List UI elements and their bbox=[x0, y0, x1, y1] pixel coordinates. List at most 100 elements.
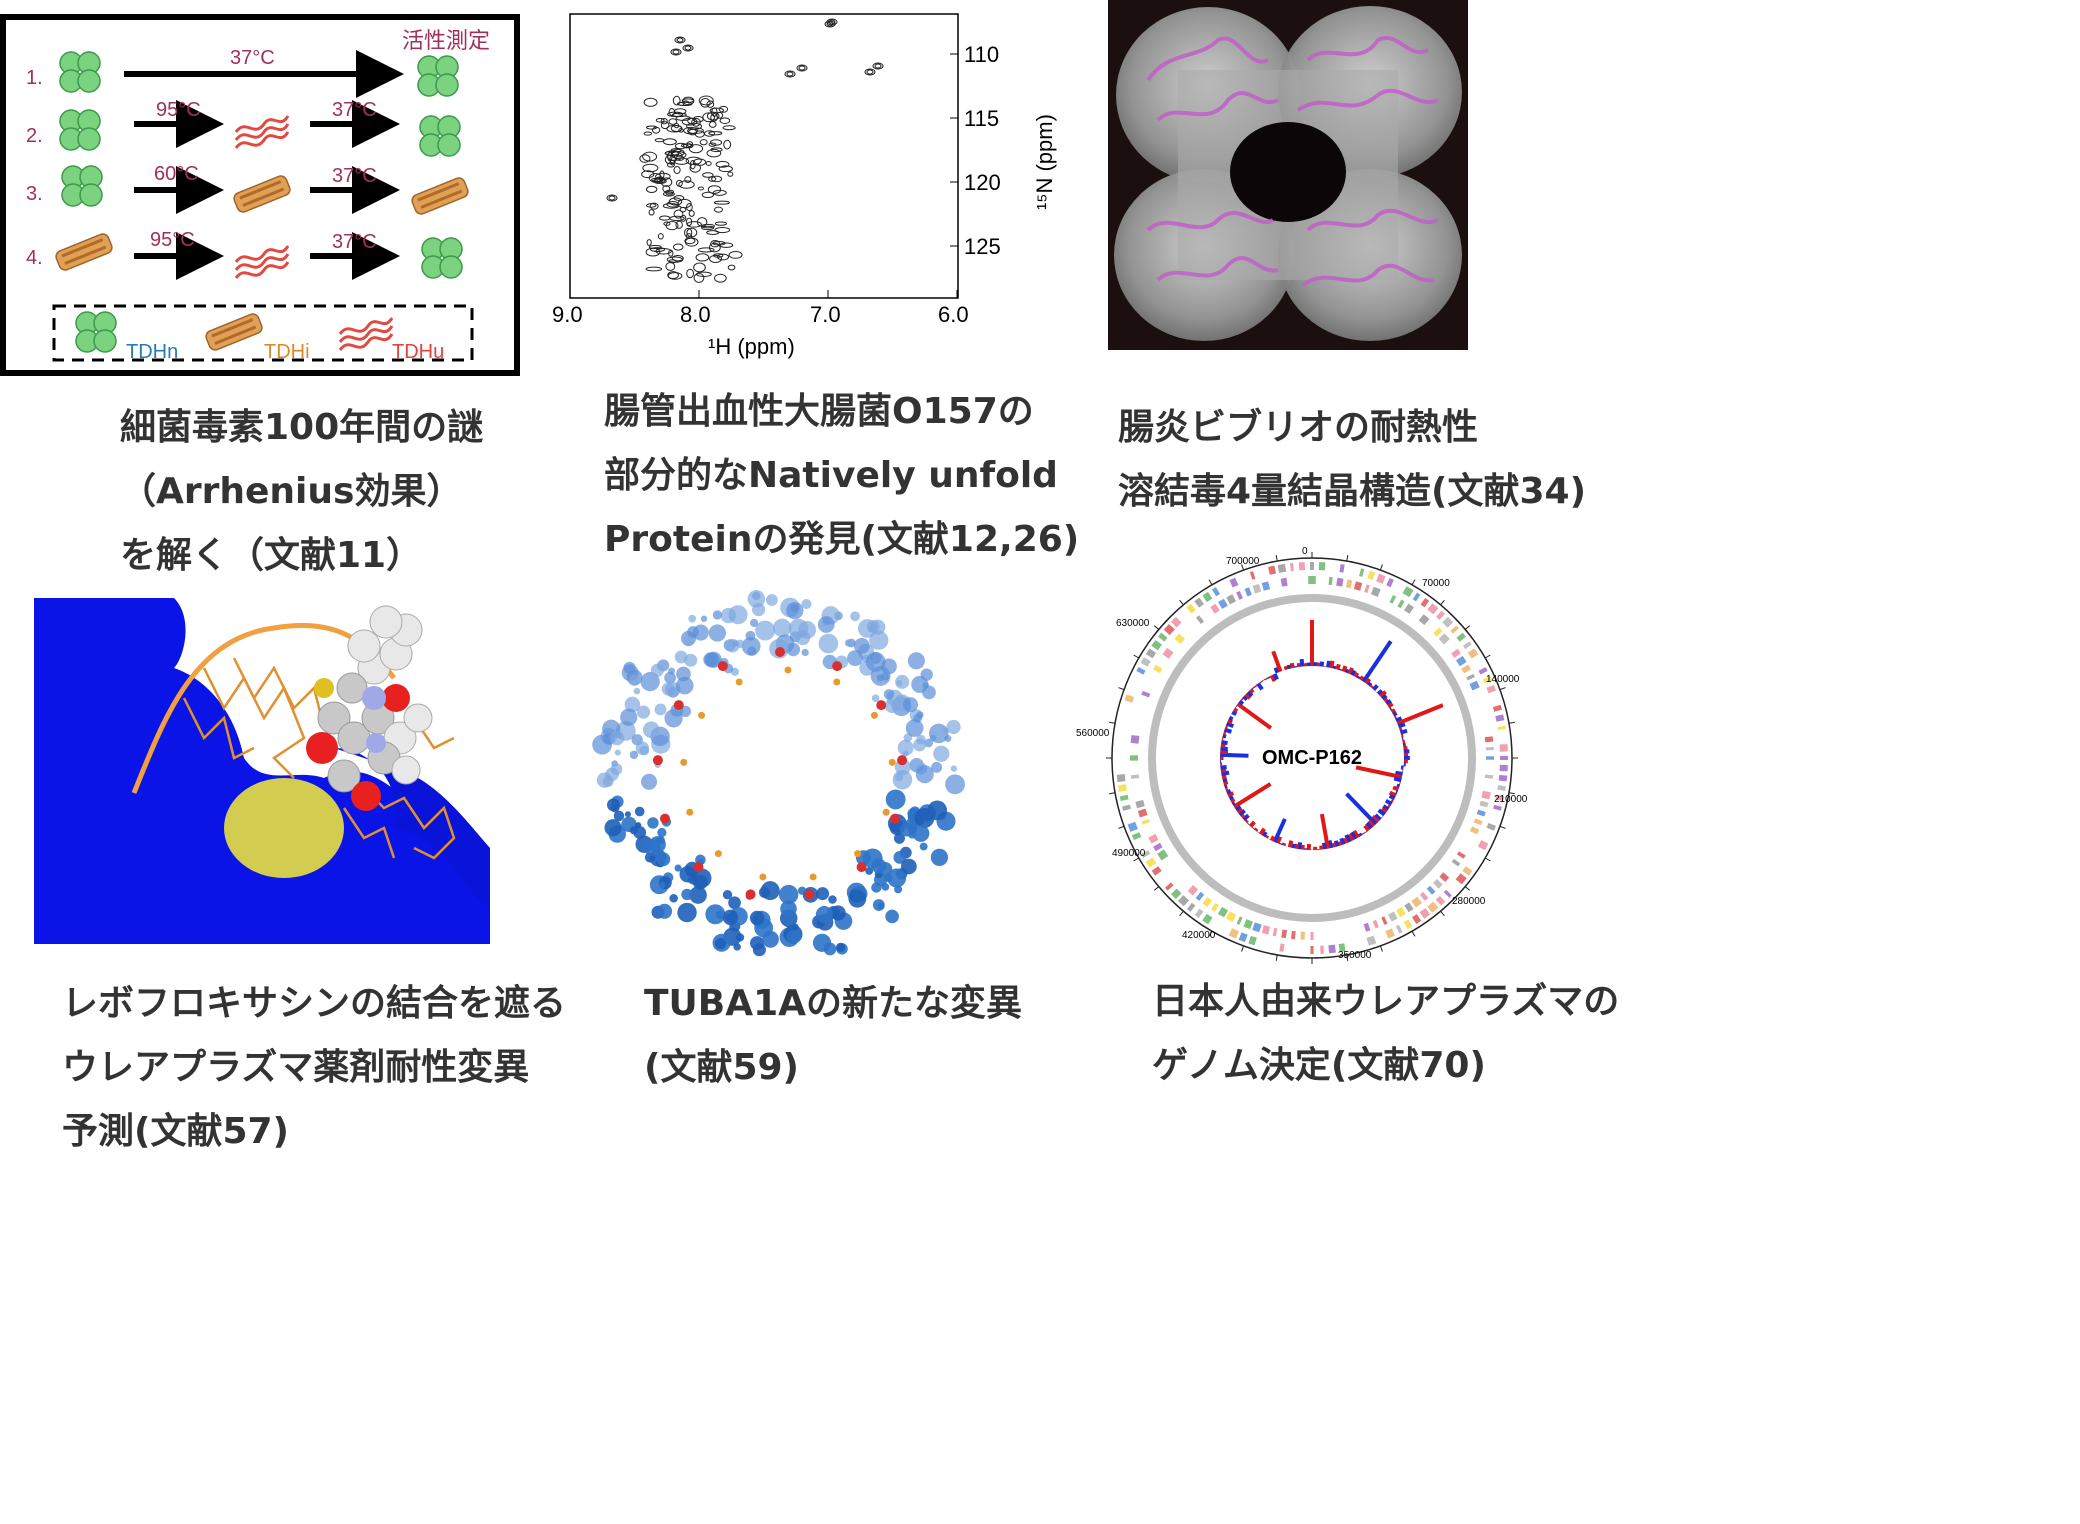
tubulin-subunit bbox=[604, 795, 694, 863]
genome-feature bbox=[1419, 891, 1429, 901]
gc-skew-bar bbox=[1332, 665, 1337, 670]
genome-feature bbox=[1119, 794, 1129, 802]
nmr-peak bbox=[655, 117, 665, 123]
gc-skew-bar bbox=[1287, 840, 1294, 848]
gc-skew-bar bbox=[1220, 743, 1226, 748]
genome-tick-label: 700000 bbox=[1226, 556, 1260, 567]
gc-skew-bar bbox=[1238, 699, 1245, 706]
genome-feature bbox=[1462, 866, 1473, 876]
gc-skew-bar bbox=[1399, 728, 1408, 735]
gc-skew-bar bbox=[1242, 813, 1250, 822]
genome-feature bbox=[1244, 587, 1252, 597]
nmr-peak bbox=[695, 253, 710, 262]
gc-skew-bar bbox=[1349, 831, 1357, 841]
nmr-peak bbox=[657, 233, 664, 240]
gc-skew-bar bbox=[1337, 841, 1343, 847]
y-axis-label: ¹⁵N (ppm) bbox=[1032, 114, 1057, 210]
genome-feature bbox=[1456, 851, 1466, 859]
nmr-peak bbox=[660, 121, 670, 130]
gc-skew-bar bbox=[1296, 662, 1302, 668]
nmr-peak bbox=[718, 105, 729, 113]
gc-skew-bar bbox=[1251, 826, 1255, 830]
gc-skew-bar bbox=[1353, 671, 1360, 678]
nmr-peak bbox=[666, 200, 680, 208]
caption-line: (文献59) bbox=[644, 1047, 800, 1088]
gc-skew-bar bbox=[1329, 660, 1335, 669]
nmr-peak bbox=[685, 217, 693, 227]
genome-feature bbox=[1353, 581, 1363, 591]
genome-feature bbox=[1493, 804, 1502, 811]
nmr-peak bbox=[714, 273, 727, 283]
genome-feature bbox=[1339, 564, 1345, 573]
gc-skew-bar bbox=[1225, 789, 1232, 795]
genome-feature bbox=[1498, 774, 1508, 782]
genome-feature bbox=[1238, 932, 1248, 943]
gc-skew-bar bbox=[1227, 718, 1233, 725]
nmr-peak bbox=[674, 36, 686, 44]
genome-feature bbox=[1236, 916, 1243, 925]
genome-feature bbox=[1461, 664, 1472, 674]
genome-feature bbox=[1141, 850, 1151, 858]
gc-skew-bar bbox=[1386, 803, 1392, 809]
docking-model-image bbox=[34, 598, 490, 944]
nmr-peak bbox=[718, 165, 733, 173]
gc-skew-bar bbox=[1244, 818, 1249, 824]
genome-feature bbox=[1484, 736, 1494, 743]
genome-tick-label: 70000 bbox=[1422, 578, 1450, 589]
nmr-peak bbox=[642, 163, 659, 173]
nmr-peak bbox=[650, 247, 666, 252]
nmr-peak bbox=[688, 144, 704, 154]
genome-feature bbox=[1467, 648, 1479, 659]
gc-skew-bar bbox=[1390, 708, 1397, 714]
caption-line: ウレアプラズマ薬剤耐性変異 bbox=[62, 1047, 530, 1088]
temperature-label: 95°C bbox=[156, 99, 201, 121]
gc-skew-bar bbox=[1221, 740, 1228, 746]
nmr-peak bbox=[672, 95, 681, 106]
gc-skew-bar bbox=[1364, 677, 1372, 685]
nmr-peak bbox=[705, 161, 712, 166]
genome-feature bbox=[1492, 704, 1502, 712]
genome-feature bbox=[1153, 842, 1163, 852]
genome-tick bbox=[1346, 954, 1349, 961]
genome-feature bbox=[1389, 595, 1397, 604]
nmr-peaks bbox=[606, 18, 884, 283]
genome-tick bbox=[1241, 945, 1245, 952]
gc-skew-bar bbox=[1289, 662, 1295, 669]
gc-skew-bar bbox=[1396, 703, 1444, 726]
nmr-peak bbox=[642, 151, 658, 162]
nmr-peak bbox=[684, 237, 699, 247]
genome-feature bbox=[1261, 581, 1271, 591]
gc-skew-bar bbox=[1373, 813, 1382, 822]
gc-skew-bar bbox=[1271, 650, 1283, 673]
gc-skew-bar bbox=[1269, 674, 1277, 683]
nmr-peak bbox=[662, 185, 671, 193]
genome-center-label: OMC-P162 bbox=[1262, 747, 1362, 769]
row-number: 3. bbox=[26, 183, 43, 205]
nmr-peak bbox=[872, 62, 884, 70]
x-tick-label: 6.0 bbox=[938, 302, 969, 327]
genome-feature bbox=[1249, 571, 1256, 580]
genome-feature bbox=[1435, 895, 1446, 906]
genome-feature bbox=[1436, 610, 1445, 620]
nmr-peak bbox=[796, 64, 808, 72]
nmr-peak bbox=[688, 210, 695, 217]
genome-feature bbox=[1187, 885, 1199, 896]
genome-feature bbox=[1268, 565, 1277, 575]
gc-skew-bar bbox=[1379, 690, 1387, 698]
gc-skew-bar bbox=[1223, 783, 1228, 789]
genome-feature bbox=[1397, 599, 1405, 609]
nmr-peak bbox=[828, 19, 836, 25]
x-tick-label: 7.0 bbox=[810, 302, 841, 327]
genome-feature bbox=[1177, 895, 1190, 907]
nmr-peak bbox=[663, 221, 671, 226]
genome-feature bbox=[1364, 584, 1370, 594]
genome-tick bbox=[1499, 687, 1506, 691]
caption-5: TUBA1Aの新たな変異 (文献59) bbox=[644, 972, 1022, 1100]
genome-tick bbox=[1133, 857, 1140, 862]
genome-feature bbox=[1381, 916, 1388, 925]
nmr-peak bbox=[608, 195, 616, 201]
nmr-peak bbox=[708, 242, 721, 253]
nmr-peak bbox=[649, 202, 659, 210]
caption-4: レボフロキサシンの結合を遮る ウレアプラズマ薬剤耐性変異 予測(文献57) bbox=[62, 972, 566, 1164]
nmr-peak bbox=[697, 186, 704, 191]
